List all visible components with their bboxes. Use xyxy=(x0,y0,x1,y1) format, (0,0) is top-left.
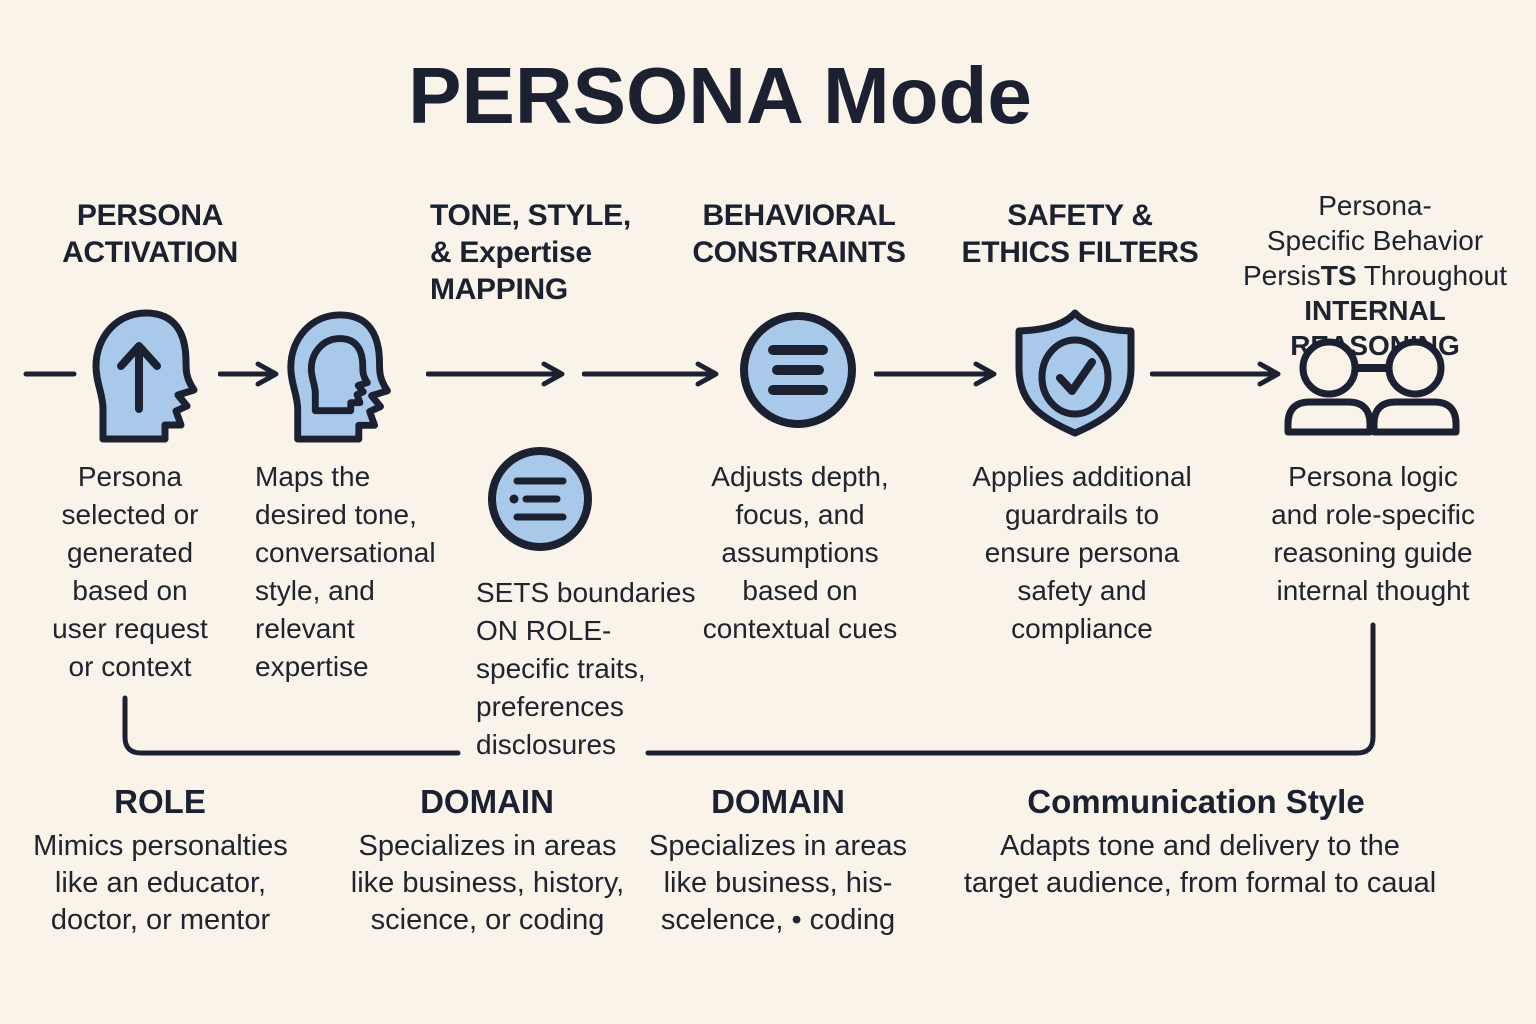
page-title: PERSONA Mode xyxy=(408,51,1032,140)
persistence-line-2: Specific Behavior xyxy=(1266,225,1484,256)
mapping-note-description: SETS boundaries ON ROLE- specific traits… xyxy=(476,577,696,760)
flow-arrow xyxy=(582,361,719,387)
stage-description-safety-ethics: Applies additional guardrails to ensure … xyxy=(972,461,1192,644)
flow-arrow xyxy=(426,361,565,387)
head-up-arrow-icon xyxy=(92,309,198,443)
stage-description-persistence: Persona logic and role-specific reasonin… xyxy=(1271,461,1475,606)
footer-heading-role: ROLE xyxy=(114,783,206,820)
stage-description-behavioral-constraints: Adjusts depth, focus, and assumptions ba… xyxy=(702,461,898,644)
list-circle-icon xyxy=(488,447,592,551)
two-people-icon xyxy=(1284,338,1460,436)
footer-text-domain-1: Specializes in areas like business, hist… xyxy=(350,830,625,936)
stage-header-persona-activation: PERSONA ACTIVATION xyxy=(62,199,238,269)
footer-text-communication-style: Adapts tone and delivery to the target a… xyxy=(963,830,1437,899)
flow-arrow xyxy=(1150,361,1281,387)
menu-circle-icon xyxy=(740,312,856,428)
shield-check-icon xyxy=(1015,309,1135,437)
stage-description-persona-activation: Persona selected or generated based on u… xyxy=(52,461,208,682)
footer-text-role: Mimics personalties like an educator, do… xyxy=(33,830,288,936)
footer-heading-domain-1: DOMAIN xyxy=(420,783,554,820)
footer-text-domain-2: Specializes in areas like business, his-… xyxy=(649,830,907,936)
stage-header-behavioral-constraints: BEHAVIORAL CONSTRAINTS xyxy=(692,199,906,269)
persistence-line-1: Persona- xyxy=(1318,190,1432,221)
persistence-line-3: PersisTS Throughout xyxy=(1242,260,1508,291)
footer-heading-domain-2: DOMAIN xyxy=(711,783,845,820)
flow-line-stub xyxy=(23,371,77,377)
flow-arrow xyxy=(874,361,997,387)
flow-arrow xyxy=(218,361,279,387)
stage-header-tone-style-mapping: TONE, STYLE, & Expertise MAPPING xyxy=(430,199,631,306)
footer-heading-communication-style: Communication Style xyxy=(1027,783,1365,820)
stage-description-tone-style-mapping: Maps the desired tone, conversational st… xyxy=(255,461,436,682)
head-profile-icon xyxy=(287,311,391,443)
stage-header-safety-ethics: SAFETY & ETHICS FILTERS xyxy=(961,199,1199,269)
